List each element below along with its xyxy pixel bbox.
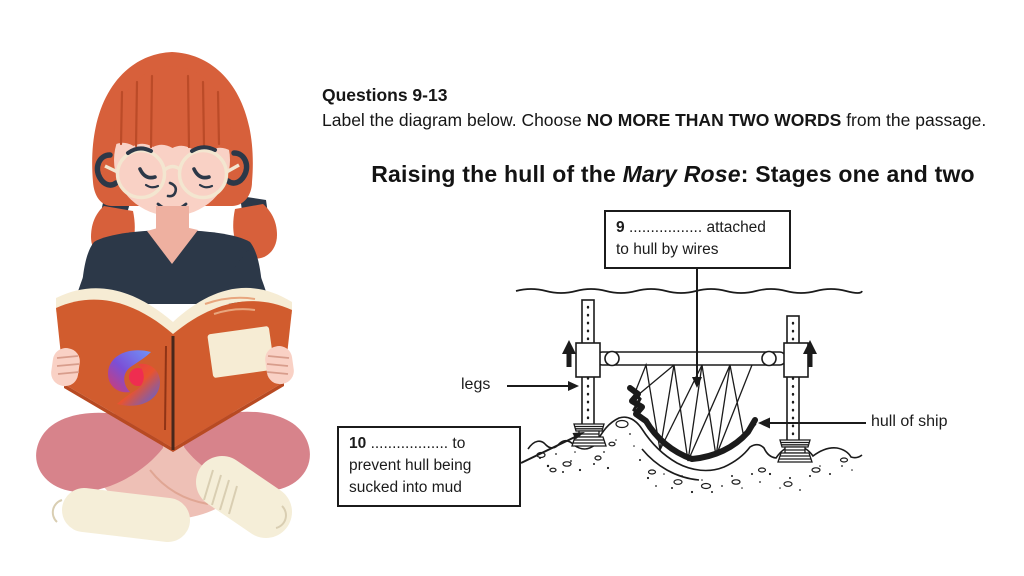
right-foot-pad (777, 439, 813, 463)
cover-highlights (204, 296, 256, 315)
book-pages (56, 287, 292, 336)
q10-line3: sucked into mud (349, 479, 462, 496)
legs-arrowhead (568, 381, 579, 391)
callout-arrows (507, 268, 866, 464)
lifting-frame (575, 342, 809, 378)
q9-line1: 9 ................. attached (616, 219, 766, 236)
seabed (527, 416, 863, 481)
girl-shirt (81, 230, 263, 304)
right-hand (265, 346, 294, 385)
girl-legs (36, 411, 310, 542)
q10-line2: prevent hull being (349, 457, 472, 474)
seabed-speckles (539, 433, 853, 494)
bang-strands (119, 74, 221, 149)
instruction-line: Label the diagram below. Choose NO MORE … (322, 110, 987, 130)
right-ear (225, 150, 250, 186)
left-thigh (36, 412, 163, 492)
left-foot-sock (62, 488, 190, 542)
q9-arrowhead (692, 377, 702, 388)
sock-ribs (203, 469, 287, 529)
girl-face-features (126, 145, 217, 212)
questions-title: Questions 9-13 (322, 85, 448, 105)
hull-of-ship-label: hull of ship (871, 413, 948, 430)
seabed-pebbles (536, 419, 849, 490)
water-line (515, 288, 863, 294)
up-arrow-left (562, 340, 576, 367)
hull-arrowhead (758, 417, 770, 429)
question-header: Questions 9-13 Label the diagram below. … (322, 83, 986, 133)
answer-box-10: 10 .................. to prevent hull be… (337, 426, 521, 507)
girl-head (92, 52, 253, 216)
right-foot-sock (196, 456, 292, 538)
legs-label: legs (461, 376, 491, 393)
left-hand (51, 348, 80, 387)
glasses-icon (104, 148, 240, 200)
q9-line2: to hull by wires (616, 241, 719, 258)
open-book (51, 287, 294, 452)
q10-arrowhead (572, 432, 585, 440)
diagram-title: Raising the hull of the Mary Rose: Stage… (371, 161, 975, 187)
book-logo (108, 350, 160, 406)
left-ear (94, 152, 119, 188)
q10-arrow-line (520, 435, 578, 464)
book-label (207, 326, 275, 378)
bangs (113, 66, 232, 151)
q10-line1: 10 .................. to (349, 435, 466, 452)
shin-crease (149, 469, 209, 505)
up-arrow-right (803, 340, 817, 367)
shirt-vneck (147, 224, 198, 264)
answer-box-9: 9 ................. attached to hull by … (604, 210, 791, 269)
